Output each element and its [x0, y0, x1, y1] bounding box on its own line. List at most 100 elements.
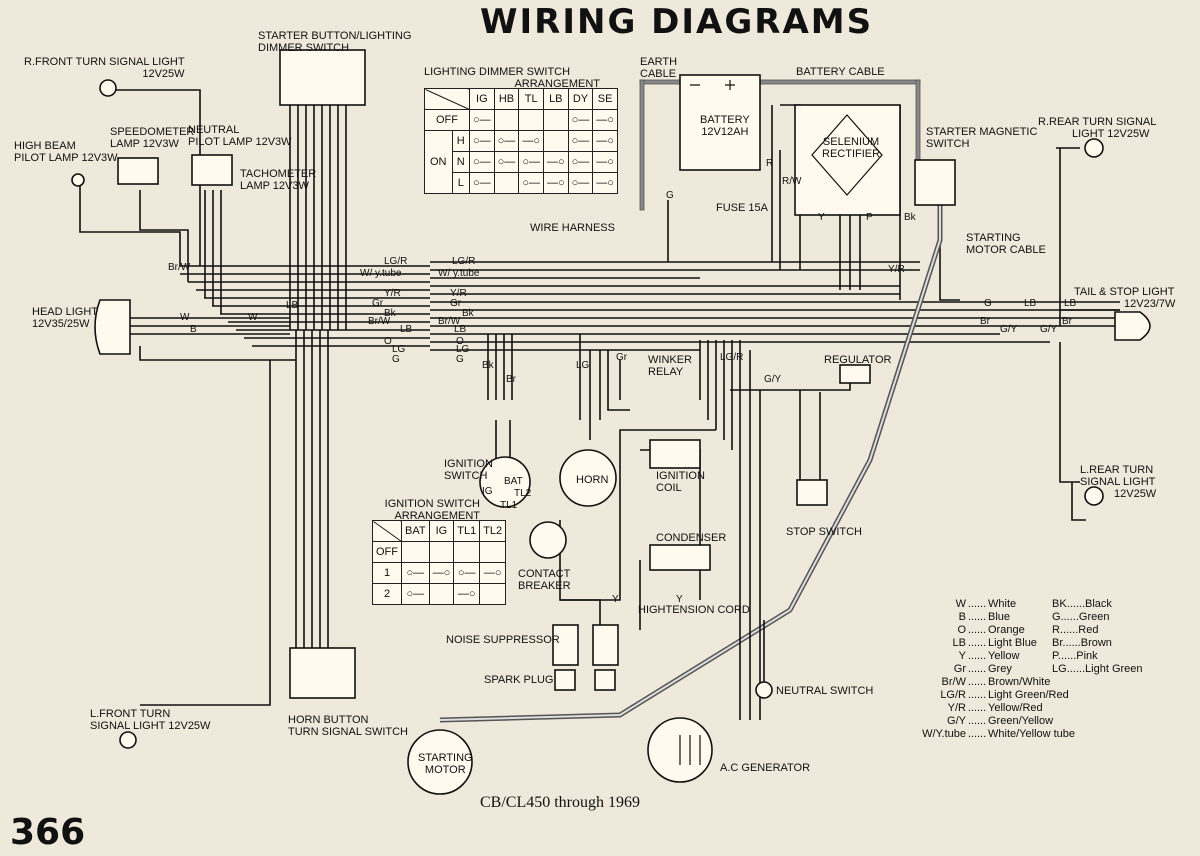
- ignition-switch-table: BAT IG TL1 TL2 OFF 1 ○——○○——○ 2 ○——○: [372, 520, 507, 605]
- legend-row: B......Blue: [958, 611, 1011, 623]
- wire-label: LB: [400, 324, 413, 335]
- dimmer-col-header: HB: [493, 88, 520, 110]
- wire-label: G: [984, 298, 992, 309]
- wire-label: R/W: [782, 176, 802, 187]
- dimmer-row-off: OFF: [424, 109, 470, 131]
- legend-row: BK......Black: [1052, 598, 1112, 610]
- wire-label: Y: [818, 212, 825, 223]
- ignition-row-label: OFF: [372, 541, 402, 563]
- label-battery-cable: BATTERY CABLE: [796, 66, 885, 78]
- noise-suppressor-2-icon: [592, 624, 619, 666]
- noise-suppressor-1-icon: [552, 624, 579, 666]
- battery-icon: [679, 74, 761, 171]
- legend-row: Gr......Grey: [953, 663, 1012, 675]
- dimmer-col-header: SE: [592, 88, 618, 110]
- wire-rf-turn: [100, 89, 201, 266]
- legend-row: R......Red: [1052, 624, 1099, 636]
- legend-row: LB......Light Blue: [952, 637, 1037, 649]
- wire-label: G/Y: [1040, 324, 1058, 335]
- label-hightension-cord: HIGHTENSION CORD: [638, 604, 750, 616]
- wire-label: Y: [612, 594, 619, 605]
- neutral-switch-icon: [755, 681, 773, 699]
- wire-label: G: [392, 354, 400, 365]
- ignition-col-header: IG: [428, 520, 455, 542]
- wire-label: Br: [980, 316, 990, 327]
- wire-breaker: [559, 520, 641, 630]
- label-stop-switch: STOP SWITCH: [786, 526, 862, 538]
- wire-label: W: [248, 312, 258, 323]
- wire-label: LB: [286, 300, 299, 311]
- rf-turn-signal-icon: [99, 79, 117, 97]
- wire-label: BAT: [504, 476, 523, 487]
- wire-rr-turn: [1056, 147, 1120, 326]
- wire-label: Br/W: [168, 262, 191, 273]
- color-legend-left: W......White B......Blue O......Orange L…: [922, 598, 1075, 741]
- label-regulator: REGULATOR: [824, 354, 892, 366]
- headlight-icon: [94, 299, 131, 355]
- wire-label: Bk: [482, 360, 494, 371]
- label-ac-generator: A.C GENERATOR: [720, 762, 811, 774]
- ignition-coil-icon: [649, 439, 701, 469]
- wire-label: Br: [506, 374, 516, 385]
- ignition-col-header: TL1: [453, 520, 481, 542]
- wire-label: LG: [576, 360, 590, 371]
- legend-row: LG/R......Light Green/Red: [940, 689, 1069, 701]
- dimmer-col-header: LB: [542, 88, 569, 110]
- wire-label: Y/R: [888, 264, 905, 275]
- wire-label: Y: [676, 594, 683, 605]
- ignition-col-header: BAT: [401, 520, 430, 542]
- wire-label: Br/W: [368, 316, 391, 327]
- wire-label: W/ y.tube: [360, 268, 402, 279]
- legend-row: Br/W......Brown/White: [941, 676, 1051, 688]
- label-horn: HORN: [576, 474, 609, 486]
- contact-breaker-icon: [529, 521, 567, 559]
- ignition-table-corner: [372, 520, 402, 542]
- label-spark-plug: SPARK PLUG: [484, 674, 554, 686]
- wire-label: LG/R: [720, 352, 744, 363]
- wire-headlight-ground: [139, 346, 296, 361]
- ignition-row-label: 2: [372, 583, 402, 605]
- lf-turn-signal-icon: [119, 731, 137, 749]
- wire-neutral-tacho: [204, 190, 222, 314]
- neutral-pilot-icon: [191, 154, 233, 186]
- legend-row: Y/R......Yellow/Red: [947, 702, 1043, 714]
- wire-label: G: [666, 190, 674, 201]
- rectifier-icon: [794, 104, 901, 216]
- wire-label: G/Y: [764, 374, 782, 385]
- wire-ignition-switch: [487, 334, 513, 400]
- wire-speedo: [139, 190, 189, 282]
- dimmer-col-header: TL: [518, 88, 544, 110]
- wire-label: LB: [1024, 298, 1037, 309]
- wire-label: LG/R: [384, 256, 408, 267]
- wire-label: LB: [454, 324, 467, 335]
- wire-label: Br/W: [438, 316, 461, 327]
- spark-plug-1-icon: [554, 669, 576, 691]
- wire-lr-turn: [1059, 342, 1086, 521]
- wire-high-beam: [79, 185, 181, 266]
- high-beam-lamp-icon: [71, 173, 85, 187]
- dimmer-on-label: ON: [424, 130, 453, 194]
- legend-row: W......White: [955, 598, 1017, 610]
- wire-label: B: [190, 324, 197, 335]
- regulator-icon: [839, 364, 871, 384]
- dimmer-row-label: L: [451, 172, 470, 194]
- condenser-icon: [649, 544, 711, 571]
- wire-label: Gr: [450, 298, 462, 309]
- wire-label: Y/R: [450, 288, 467, 299]
- wire-label: O: [456, 336, 464, 347]
- ignition-switch-icon: [479, 456, 531, 508]
